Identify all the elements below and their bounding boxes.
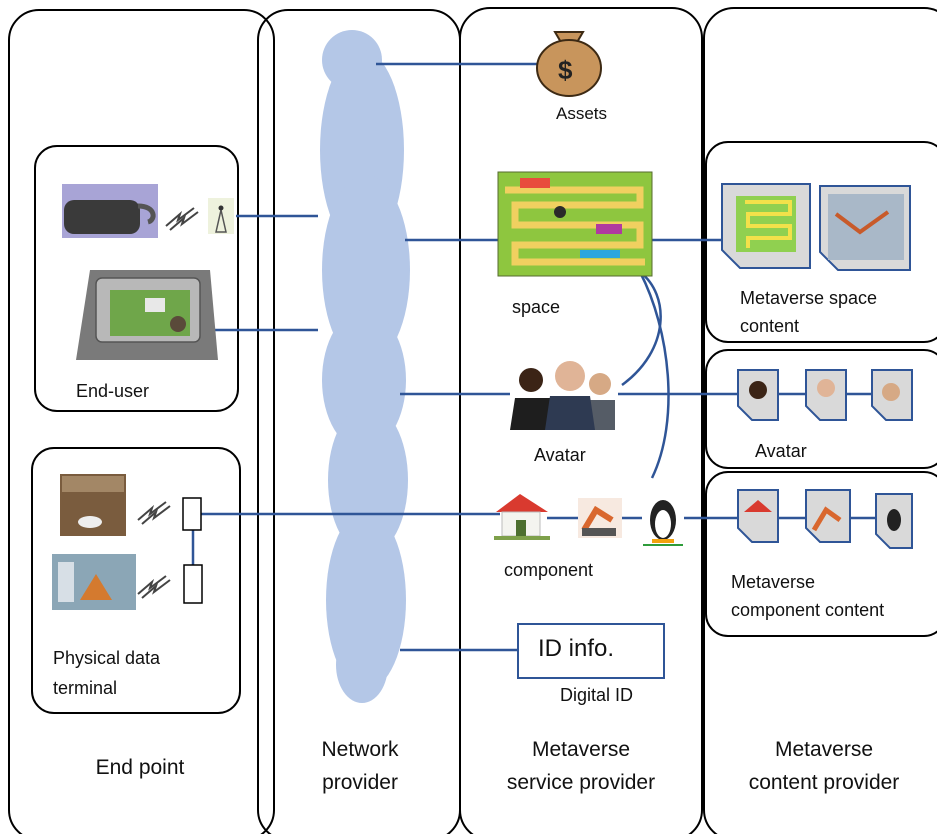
digital-id-label: Digital ID xyxy=(560,685,634,705)
camera-sensor-icon xyxy=(52,474,136,610)
column-service-provider xyxy=(459,7,703,834)
avatar-content-label: Avatar xyxy=(755,441,807,461)
content-provider-line1: Metaverse xyxy=(774,738,874,761)
service-provider-line2: service provider xyxy=(506,770,656,794)
column-title-end-point: End point xyxy=(95,756,185,779)
column-title-service-provider: Metaverse service provider xyxy=(462,734,700,799)
signal-icon xyxy=(165,207,199,231)
space-content-label-line2: content xyxy=(740,316,800,336)
component-content-label-line1: Metaverse xyxy=(731,572,816,592)
column-content-provider xyxy=(703,7,937,834)
map-icon xyxy=(497,171,653,277)
id-info-box xyxy=(517,623,665,679)
antenna-icon xyxy=(208,198,234,234)
end-user-label: End-user xyxy=(76,381,150,401)
house-icon xyxy=(494,494,550,540)
component-content-label-line2: component content xyxy=(731,600,885,620)
avatar-icon xyxy=(510,360,618,432)
tablet-icon xyxy=(76,270,218,360)
space-label: space xyxy=(512,297,561,317)
physical-terminal-label-line2: terminal xyxy=(53,678,118,698)
avatar-label: Avatar xyxy=(534,445,586,465)
network-provider-line1: Network xyxy=(321,738,399,761)
money-bag-symbol: $ xyxy=(558,55,573,85)
id-info-text: ID info. xyxy=(538,635,615,662)
sensor-signal-icon xyxy=(137,501,171,599)
column-title-network-provider: Network provider xyxy=(260,734,460,799)
vr-headset-icon xyxy=(62,184,158,238)
document-icon xyxy=(721,183,913,549)
link-lines xyxy=(191,62,878,652)
terminal-device-1 xyxy=(182,497,202,531)
money-bag-icon xyxy=(536,31,602,97)
terminal-device-2 xyxy=(183,564,203,604)
content-provider-line2: content provider xyxy=(748,770,900,794)
assets-label: Assets xyxy=(556,104,608,123)
space-content-label-line1: Metaverse space xyxy=(740,288,878,308)
service-provider-line1: Metaverse xyxy=(531,738,631,761)
network-provider-line2: provider xyxy=(322,770,398,794)
component-label: component xyxy=(504,560,594,580)
network-cloud xyxy=(320,30,410,703)
physical-terminal-label-line1: Physical data xyxy=(53,648,161,668)
column-end-point xyxy=(8,9,275,834)
penguin-icon xyxy=(642,490,684,546)
column-title-content-provider: Metaverse content provider xyxy=(706,734,937,799)
robot-arm-icon xyxy=(578,498,622,538)
